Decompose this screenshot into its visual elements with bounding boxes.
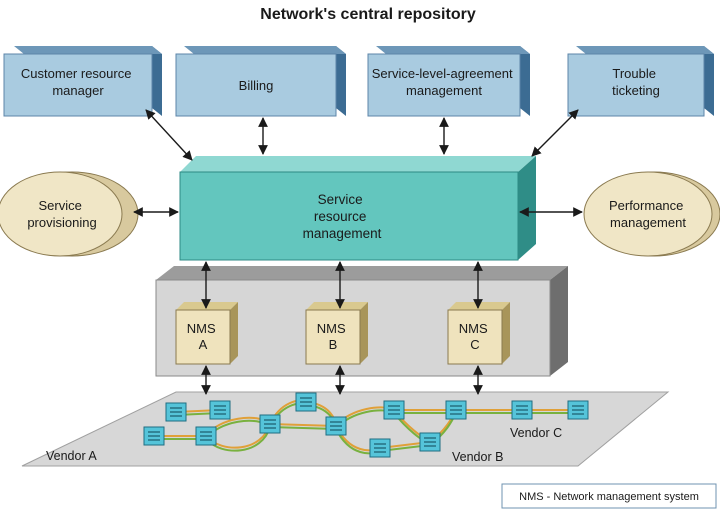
svg-text:Service-level-agreement: Service-level-agreement management bbox=[372, 66, 517, 98]
switch-icon bbox=[209, 400, 231, 420]
performance-label-line1: Performance bbox=[609, 198, 683, 213]
billing-label: Billing bbox=[239, 78, 274, 93]
connection-arrows bbox=[133, 109, 583, 395]
nms-c-box: NMS C bbox=[447, 302, 510, 365]
svg-text:NMS C: NMS C bbox=[459, 321, 492, 352]
switch-icon bbox=[295, 392, 317, 412]
sla-box: Service-level-agreement management bbox=[367, 46, 530, 117]
service-resource-management-box: Service resource management bbox=[179, 156, 536, 261]
switch-icon bbox=[445, 400, 467, 420]
nms-b-box: NMS B bbox=[305, 302, 368, 365]
nms-c-label-line2: C bbox=[470, 337, 479, 352]
performance-management-node: Performance management bbox=[583, 171, 720, 257]
switch-icon bbox=[511, 400, 533, 420]
legend-text: NMS - Network management system bbox=[519, 491, 699, 503]
svg-text:NMS A: NMS A bbox=[187, 321, 220, 352]
srm-label-line3: management bbox=[303, 226, 382, 241]
diagram-title: Network's central repository bbox=[260, 6, 476, 23]
svg-text:Customer resource manage: Customer resource manager bbox=[21, 66, 135, 98]
network-switches bbox=[143, 392, 589, 458]
crm-label-line2: manager bbox=[52, 83, 104, 98]
performance-label-line2: management bbox=[610, 215, 686, 230]
vendor-b-label: Vendor B bbox=[452, 450, 503, 464]
svg-text:Service provisioning: Service provisioning bbox=[27, 198, 96, 230]
nms-a-box: NMS A bbox=[175, 302, 238, 365]
switch-icon bbox=[195, 426, 217, 446]
crm-label-line1: Customer resource bbox=[21, 66, 132, 81]
switch-icon bbox=[567, 400, 589, 420]
svg-text:Performance management: Performance management bbox=[609, 198, 687, 230]
trouble-label-line1: Trouble bbox=[612, 66, 656, 81]
nms-c-label-line1: NMS bbox=[459, 321, 488, 336]
switch-icon bbox=[165, 402, 187, 422]
switch-icon bbox=[259, 414, 281, 434]
arrow-trouble-srm bbox=[531, 109, 579, 157]
switch-icon bbox=[419, 432, 441, 452]
svg-text:NMS B: NMS B bbox=[317, 321, 350, 352]
srm-label-line1: Service bbox=[318, 192, 363, 207]
trouble-ticketing-box: Trouble ticketing bbox=[567, 46, 714, 117]
trouble-label-line2: ticketing bbox=[612, 83, 660, 98]
provisioning-label-line2: provisioning bbox=[27, 215, 96, 230]
vendor-a-label: Vendor A bbox=[46, 449, 97, 463]
nms-b-label-line2: B bbox=[329, 337, 338, 352]
svg-text:Trouble ticketing: Trouble ticketing bbox=[612, 66, 660, 98]
switch-icon bbox=[143, 426, 165, 446]
nms-b-label-line1: NMS bbox=[317, 321, 346, 336]
service-provisioning-node: Service provisioning bbox=[0, 171, 139, 257]
billing-box: Billing bbox=[175, 46, 346, 117]
crm-box: Customer resource manager bbox=[3, 46, 162, 117]
switch-icon bbox=[383, 400, 405, 420]
sla-label-line1: Service-level-agreement bbox=[372, 66, 513, 81]
arrow-crm-srm bbox=[145, 109, 193, 161]
sla-label-line2: management bbox=[406, 83, 482, 98]
provisioning-label-line1: Service bbox=[39, 198, 82, 213]
srm-label-line2: resource bbox=[314, 209, 367, 224]
nms-a-label-line1: NMS bbox=[187, 321, 216, 336]
legend-box: NMS - Network management system bbox=[501, 483, 717, 509]
vendor-c-label: Vendor C bbox=[510, 426, 562, 440]
svg-text:Service resource m: Service resource management bbox=[303, 192, 382, 241]
switch-icon bbox=[369, 438, 391, 458]
nms-a-label-line2: A bbox=[199, 337, 208, 352]
switch-icon bbox=[325, 416, 347, 436]
